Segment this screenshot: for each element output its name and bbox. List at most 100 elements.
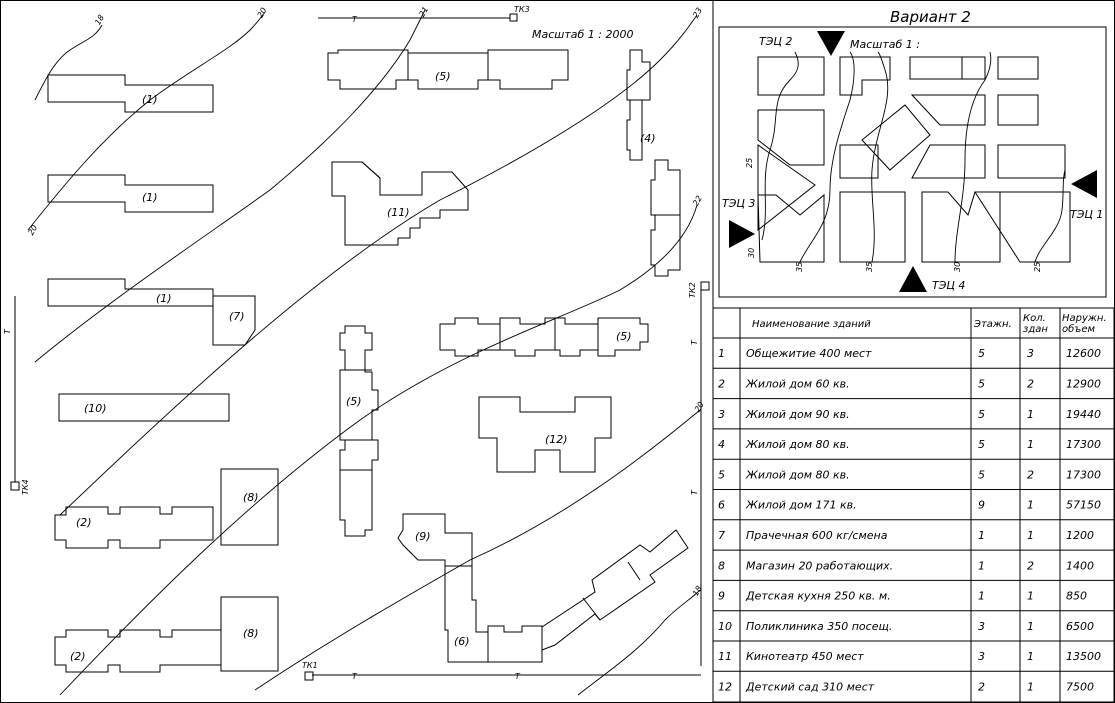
site-plan: Масштаб 1 : 2000 18 20 21 23 22 20 18 20… [3,5,710,696]
row-floors: 5 [978,438,985,451]
table-frame [712,307,1115,703]
contour-label: 20 [256,6,269,19]
contour-lines: 18 20 21 23 22 20 18 20 [26,5,706,696]
header-name: Наименование зданий [752,319,871,330]
row-floors: 1 [978,529,985,542]
building [47,278,214,307]
row-volume: 850 [1066,590,1087,603]
row-name: Прачечная 600 кг/смена [746,529,888,542]
row-name: Жилой дом 80 кв. [745,438,850,451]
buildings: (1) (1) (1) (7) (10) (2) (8) (2) (8) [47,49,689,673]
buildings-table: Наименование зданий Этажн. Кол.здан Нару… [712,307,1115,703]
row-volume: 6500 [1066,620,1094,633]
tec3-triangle [729,220,755,248]
tk4-label: ТК4 [21,479,30,495]
variant-blocks [757,56,1071,263]
building-label: (11) [387,206,410,219]
row-count: 1 [1027,590,1034,603]
contour-line [577,589,701,696]
row-volume: 1200 [1066,529,1094,542]
building-label: (7) [229,310,245,323]
building [58,393,230,422]
building-label: (2) [70,650,86,663]
row-count: 2 [1027,559,1034,572]
row-count: 1 [1027,680,1034,693]
building [212,295,256,346]
row-volume: 13500 [1066,650,1101,663]
building-label: (5) [435,70,451,83]
row-volume: 17300 [1066,468,1101,481]
variant-contours: 25 30 35 35 30 25 [745,51,1066,272]
heat-network: Т ТК3 Т ТК4 ТК2 Т Т ТК1 Т Т [3,5,710,681]
row-floors: 3 [978,620,985,633]
row-name: Кинотеатр 450 мест [746,650,864,663]
row-volume: 19440 [1066,408,1101,421]
row-volume: 1400 [1066,559,1094,572]
building [54,506,214,549]
contour-label: 25 [1033,262,1042,272]
variant-panel: Вариант 2 Масштаб 1 : [718,8,1107,298]
row-count: 1 [1027,438,1034,451]
heat-sources: ТЭЦ 2 ТЭЦ 3 ТЭЦ 1 ТЭЦ 4 [722,31,1103,292]
building [478,396,612,473]
line-marker: Т [515,672,521,681]
building-label: (5) [616,330,632,343]
row-floors: 5 [978,468,985,481]
row-number: 10 [718,620,732,633]
row-number: 3 [718,408,725,421]
contour-label: 30 [953,262,962,272]
row-name: Жилой дом 171 кв. [745,499,857,512]
tk2-label: ТК2 [688,282,697,298]
contour-label: 35 [795,262,804,272]
row-name: Магазин 20 работающих. [746,559,893,572]
row-number: 12 [718,680,732,693]
row-count: 1 [1027,529,1034,542]
row-floors: 5 [978,377,985,390]
tk3-label: ТК3 [514,5,530,14]
row-number: 4 [718,438,725,451]
row-volume: 12900 [1066,377,1101,390]
row-count: 2 [1027,377,1034,390]
row-number: 8 [718,559,725,572]
row-floors: 5 [978,408,985,421]
building-label: (6) [454,635,470,648]
contour-line [27,11,266,231]
row-name: Детский сад 310 мест [745,680,875,693]
contour-line [59,14,698,516]
row-volume: 12600 [1066,347,1101,360]
row-count: 1 [1027,408,1034,421]
line-marker: Т [352,672,358,681]
row-count: 1 [1027,620,1034,633]
row-name: Детская кухня 250 кв. м. [745,590,891,603]
row-number: 6 [718,499,725,512]
tec2-label: ТЭЦ 2 [759,35,792,48]
row-count: 1 [1027,499,1034,512]
contour-label: 23 [691,6,704,19]
building [220,468,279,546]
row-number: 11 [718,650,732,663]
header-volume: Наружн.объем [1062,313,1107,335]
building-label: (10) [84,402,107,415]
tk1-label: ТК1 [302,661,318,670]
row-name: Общежитие 400 мест [746,347,872,360]
row-count: 1 [1027,650,1034,663]
tec4-triangle [899,266,927,292]
building [47,74,214,113]
tec2-triangle [817,31,845,56]
building [650,159,681,277]
building [626,49,651,161]
building-label: (8) [243,491,259,504]
building-label: (4) [640,132,656,145]
building-label: (5) [346,395,362,408]
row-floors: 5 [978,347,985,360]
contour-line [254,409,701,691]
row-floors: 1 [978,590,985,603]
line-marker: Т [690,339,699,345]
row-number: 1 [718,347,725,360]
row-floors: 3 [978,650,985,663]
building [331,161,469,246]
contour-line [34,9,426,363]
